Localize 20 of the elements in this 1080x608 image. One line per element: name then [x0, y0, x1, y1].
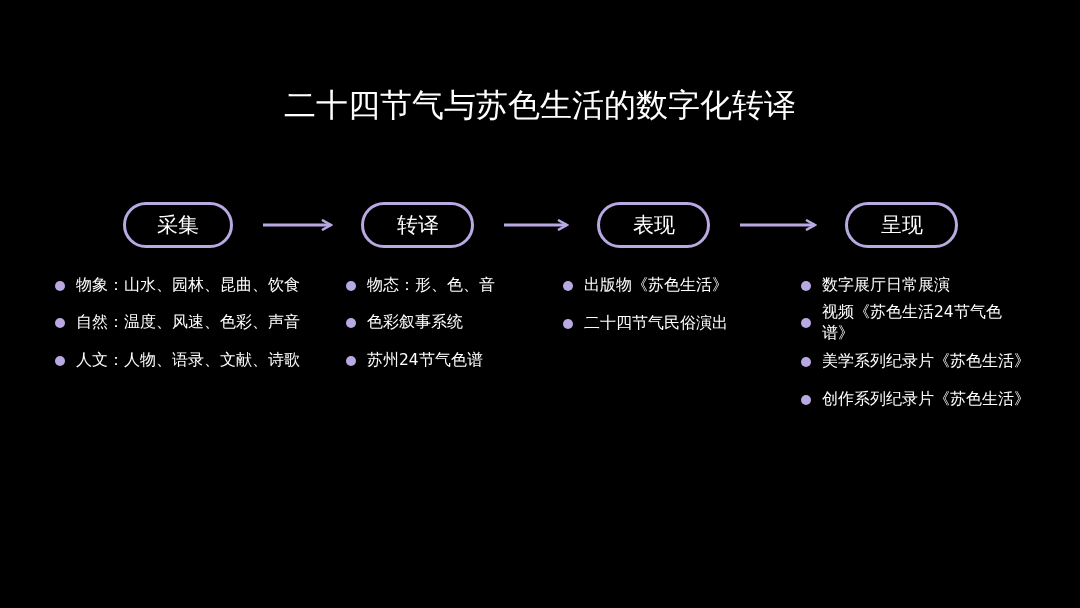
diagram-title: 二十四节气与苏色生活的数字化转译	[283, 85, 797, 126]
stage-pill: 采集	[123, 202, 233, 248]
list-item: 人文：人物、语录、文献、诗歌	[76, 350, 300, 371]
list-item: 视频《苏色生活24节气色谱》	[822, 302, 1003, 344]
list-item: 苏州24节气色谱	[367, 350, 483, 371]
list-item: 出版物《苏色生活》	[584, 275, 728, 296]
arrow	[263, 218, 333, 232]
stage-pill: 转译	[361, 202, 474, 248]
list-item: 数字展厅日常展演	[822, 275, 950, 296]
list-item: 美学系列纪录片《苏色生活》	[822, 351, 1030, 372]
stage-pill: 呈现	[845, 202, 958, 248]
list-item: 物态：形、色、音	[367, 275, 495, 296]
list-item: 自然：温度、风速、色彩、声音	[76, 312, 300, 333]
arrow	[740, 218, 817, 232]
arrow	[504, 218, 569, 232]
stage-pill: 表现	[597, 202, 710, 248]
list-item: 二十四节气民俗演出	[584, 313, 728, 334]
list-item: 色彩叙事系统	[367, 312, 463, 333]
list-item: 物象：山水、园林、昆曲、饮食	[76, 275, 300, 296]
list-item: 创作系列纪录片《苏色生活》	[822, 389, 1030, 410]
